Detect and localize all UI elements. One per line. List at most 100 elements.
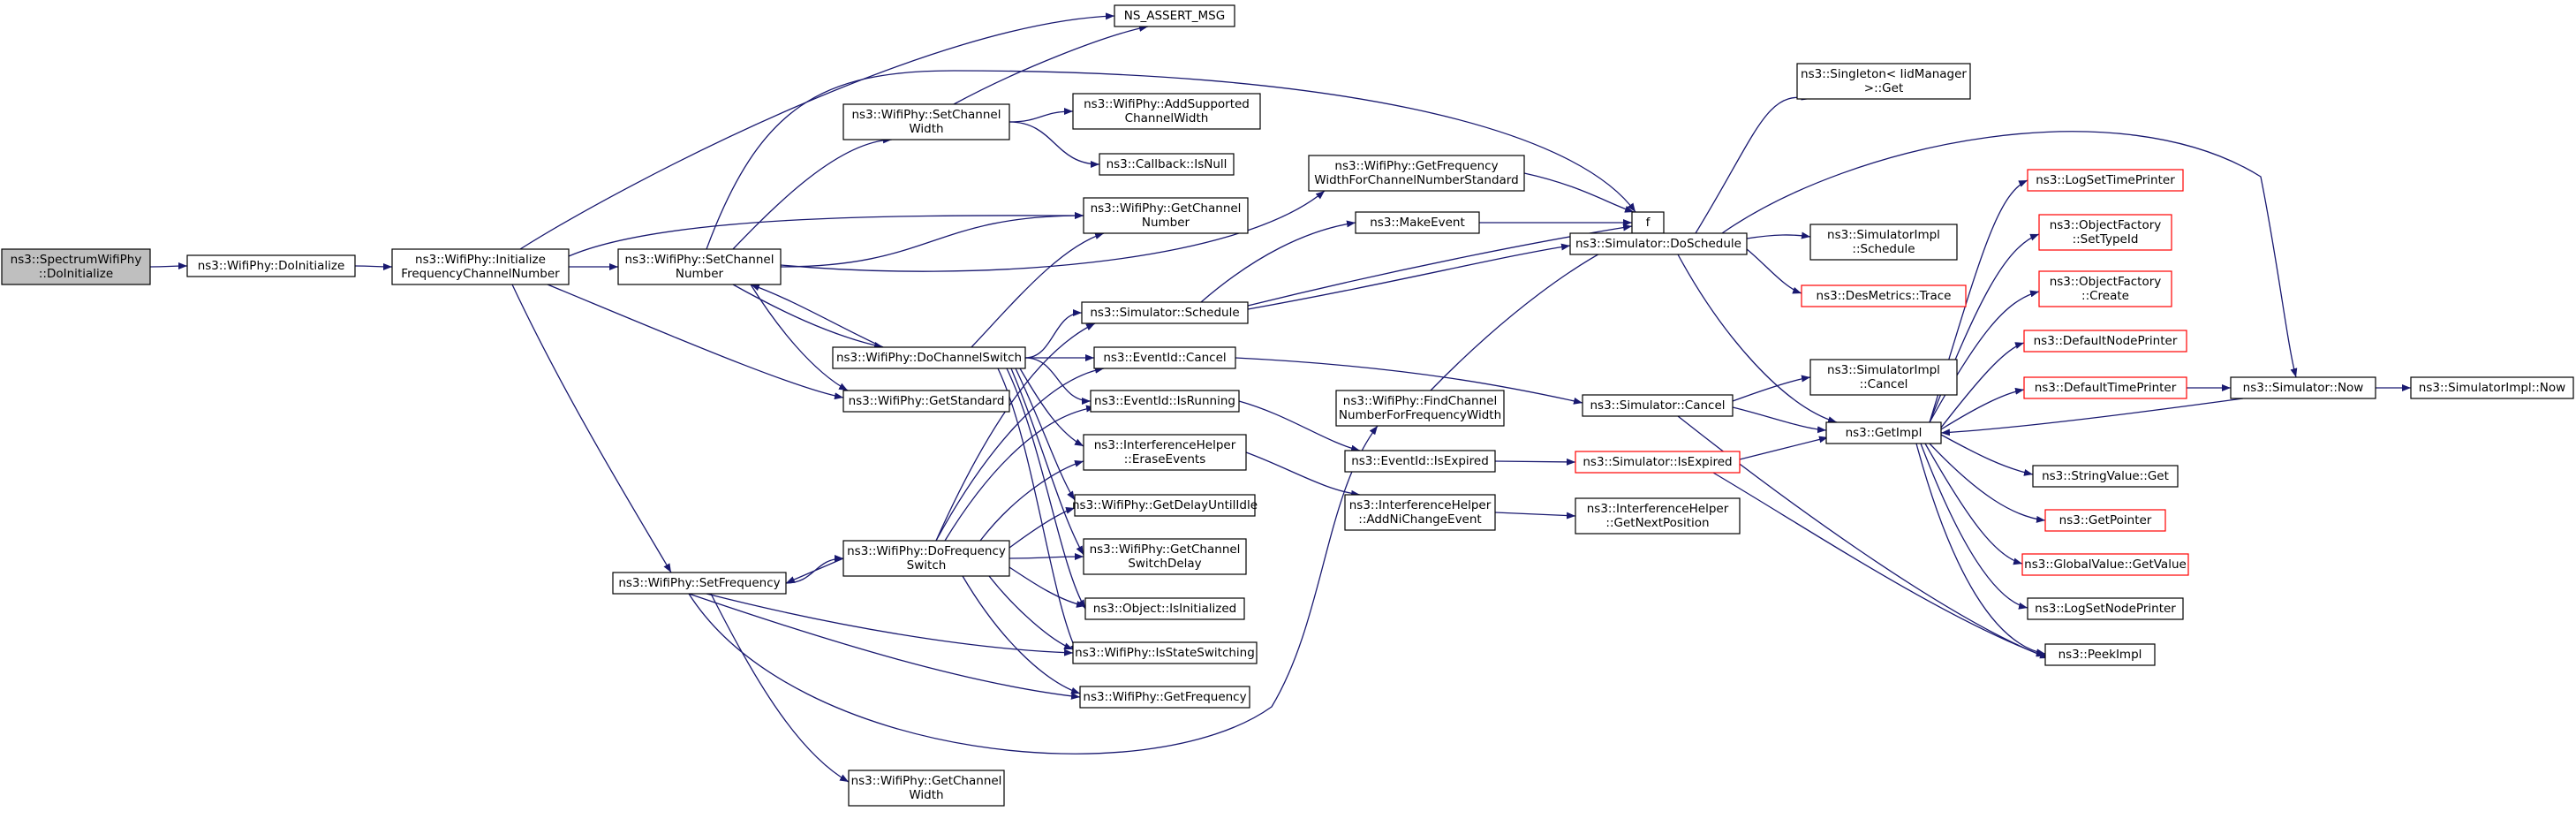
node-box	[1093, 346, 1236, 369]
edge-line	[1940, 434, 2034, 476]
edge-simdosched-desmetrics	[1746, 248, 1802, 294]
node-label: ns3::DesMetrics::Trace	[1817, 289, 1952, 303]
edge-line	[962, 575, 1081, 694]
node-box	[1083, 434, 1247, 471]
edge-setfreq-isstatesw	[706, 593, 1074, 656]
node-objfactsettype[interactable]: ns3::ObjectFactory::SetTypeId	[2038, 214, 2172, 251]
node-isstatesw[interactable]: ns3::WifiPhy::IsStateSwitching	[1072, 641, 1258, 664]
node-label: ns3::WifiPhy::GetDelayUntilIdle	[1072, 498, 1258, 512]
edge-initfreq-assert	[519, 12, 1115, 250]
node-getfreqwidth[interactable]: ns3::WifiPhy::GetFrequencyWidthForChanne…	[1308, 155, 1525, 192]
node-label: ::Schedule	[1852, 242, 1915, 256]
node-box	[1355, 211, 1480, 234]
node-findch[interactable]: ns3::WifiPhy::FindChannelNumberForFreque…	[1335, 390, 1505, 427]
edge-simdosched-simimplsched	[1746, 231, 1811, 239]
node-getpointer[interactable]: ns3::GetPointer	[2044, 509, 2166, 532]
node-label: ns3::ObjectFactory	[2050, 218, 2162, 232]
node-label: ns3::WifiPhy::GetFrequency	[1334, 159, 1498, 173]
node-schedule[interactable]: ns3::Simulator::Schedule	[1081, 301, 1249, 324]
edge-line	[547, 284, 844, 400]
edge-schedule-simdosched	[1247, 243, 1571, 310]
node-globalvalget[interactable]: ns3::GlobalValue::GetValue	[2021, 553, 2189, 576]
node-spectrum_doinit[interactable]: ns3::SpectrumWifiPhy::DoInitialize	[1, 248, 151, 285]
node-box	[1090, 390, 1240, 413]
node-getstd[interactable]: ns3::WifiPhy::GetStandard	[842, 390, 1010, 413]
node-label: ns3::Simulator::DoSchedule	[1575, 237, 1741, 251]
edge-line	[1739, 436, 1829, 460]
node-box	[2021, 553, 2189, 576]
edge-setchnum-f	[706, 70, 1636, 250]
node-logsetnode[interactable]: ns3::LogSetNodePrinter	[2027, 597, 2184, 620]
node-label: ns3::InterferenceHelper	[1094, 438, 1236, 452]
node-ihgetnext[interactable]: ns3::InterferenceHelper::GetNextPosition	[1575, 497, 1741, 535]
node-label: ns3::WifiPhy::GetChannel	[1091, 201, 1242, 216]
node-initfreq[interactable]: ns3::WifiPhy::InitializeFrequencyChannel…	[391, 248, 570, 285]
node-box	[2044, 643, 2156, 666]
edge-line	[688, 425, 1379, 755]
node-makeevent[interactable]: ns3::MakeEvent	[1355, 211, 1480, 234]
node-label: ns3::WifiPhy::GetChannel	[1090, 542, 1241, 557]
node-simimplcancel[interactable]: ns3::SimulatorImpl::Cancel	[1809, 359, 1958, 396]
node-getimpl[interactable]: ns3::GetImpl	[1825, 421, 1942, 444]
node-strvalget[interactable]: ns3::StringValue::Get	[2032, 465, 2179, 488]
node-isinit[interactable]: ns3::Object::IsInitialized	[1084, 597, 1245, 620]
node-simimplnow[interactable]: ns3::SimulatorImpl::Now	[2410, 376, 2574, 399]
edge-dofreqsw-getchswdelay	[1008, 553, 1084, 561]
node-evisexpired[interactable]: ns3::EventId::IsExpired	[1344, 450, 1496, 473]
edge-line	[988, 575, 1074, 650]
node-evisrunning[interactable]: ns3::EventId::IsRunning	[1090, 390, 1240, 413]
node-dochsw[interactable]: ns3::WifiPhy::DoChannelSwitch	[832, 346, 1026, 369]
node-deftimeprinter[interactable]: ns3::DefaultTimePrinter	[2023, 376, 2187, 399]
node-isnull[interactable]: ns3::Callback::IsNull	[1099, 153, 1235, 176]
edge-line	[1940, 387, 2025, 430]
node-singleton[interactable]: ns3::Singleton< IidManager >::Get	[1796, 63, 1971, 100]
node-simcancel[interactable]: ns3::Simulator::Cancel	[1582, 394, 1734, 417]
node-setfreq[interactable]: ns3::WifiPhy::SetFrequency	[612, 572, 787, 595]
node-box	[2410, 376, 2574, 399]
edge-line	[1008, 121, 1100, 168]
node-simnow[interactable]: ns3::Simulator::Now	[2230, 376, 2376, 399]
node-f[interactable]: f	[1631, 211, 1665, 234]
edge-line	[354, 262, 393, 270]
edge-line	[1940, 398, 2244, 436]
edge-dofreqsw-isstatesw	[988, 575, 1074, 650]
edge-getimpl-peekimpl	[1915, 443, 2046, 656]
edge-line	[568, 211, 1084, 257]
edge-dochsw-evisrunning	[1024, 357, 1092, 405]
edge-layer	[149, 12, 2411, 783]
node-defnodeprinter[interactable]: ns3::DefaultNodePrinter	[2023, 330, 2187, 353]
node-ihearse[interactable]: ns3::InterferenceHelper::EraseEvents	[1083, 434, 1247, 471]
node-getfreq[interactable]: ns3::WifiPhy::GetFrequency	[1079, 686, 1250, 709]
edge-line	[1929, 290, 2040, 423]
edge-line	[1712, 472, 2046, 657]
node-label: Width	[909, 788, 943, 802]
edge-line	[1677, 415, 2050, 659]
node-doinit[interactable]: ns3::WifiPhy::DoInitialize	[186, 254, 356, 277]
node-box	[1072, 641, 1258, 664]
edge-line	[1024, 309, 1083, 359]
edge-line	[1247, 243, 1571, 310]
edge-getimpl-strvalget	[1940, 434, 2034, 476]
edge-initfreq-getstd	[547, 284, 844, 400]
node-assert[interactable]: NS_ASSERT_MSG	[1114, 4, 1235, 27]
node-desmetrics[interactable]: ns3::DesMetrics::Trace	[1801, 284, 1967, 307]
node-ihaddni[interactable]: ns3::InterferenceHelper::AddNiChangeEven…	[1344, 494, 1496, 531]
node-objfactcreate[interactable]: ns3::ObjectFactory::Create	[2038, 270, 2172, 307]
node-simimplsched[interactable]: ns3::SimulatorImpl::Schedule	[1809, 224, 1958, 261]
node-peekimpl[interactable]: ns3::PeekImpl	[2044, 643, 2156, 666]
node-simisexpired[interactable]: ns3::Simulator::IsExpired	[1575, 451, 1741, 474]
edge-line	[732, 284, 884, 349]
node-evcancel[interactable]: ns3::EventId::Cancel	[1093, 346, 1236, 369]
node-logsettime[interactable]: ns3::LogSetTimePrinter	[2027, 169, 2184, 192]
edge-ihaddni-ihgetnext	[1494, 512, 1576, 519]
node-simdosched[interactable]: ns3::Simulator::DoSchedule	[1569, 232, 1748, 255]
node-label: ::Cancel	[1860, 377, 1908, 391]
node-getdelay[interactable]: ns3::WifiPhy::GetDelayUntilIdle	[1072, 494, 1258, 517]
